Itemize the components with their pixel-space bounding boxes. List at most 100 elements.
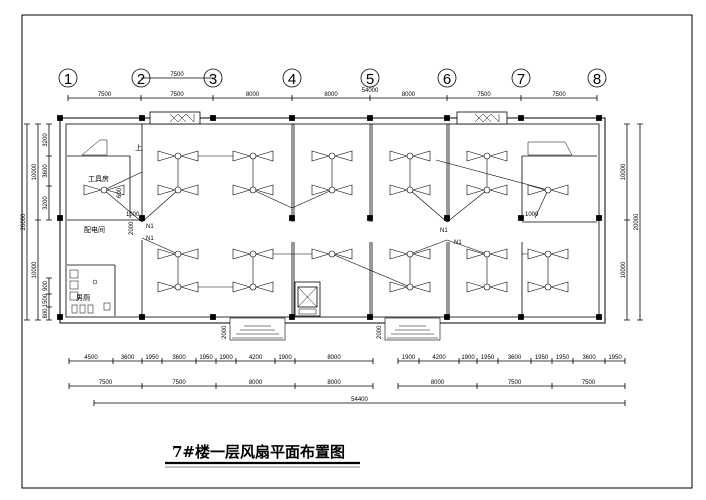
fan-blade [157, 248, 199, 260]
fan-blade [389, 184, 431, 196]
dim-bottom-row1-left-label: 3600 [172, 355, 186, 361]
axis-bubble [437, 68, 457, 88]
fan-blade [466, 150, 508, 162]
dim-2000-left: 2000 [129, 221, 135, 235]
dim-bottom-overall-label: 54400 [351, 397, 368, 403]
fan-hub [483, 250, 491, 258]
column [367, 314, 373, 320]
dim-bottom-row1-left-label: 1900 [278, 355, 292, 361]
drawing-title: 7#楼一层风扇平面布置图 [172, 443, 345, 461]
fan-blade [527, 184, 569, 196]
fan-hub [406, 186, 414, 194]
dim-bottom-row2-right-label: 7500 [582, 380, 596, 386]
dim-left-lower-label: 800 [43, 308, 49, 319]
fan-blade [466, 281, 508, 293]
building-outline [57, 111, 606, 341]
fan-hub [100, 186, 108, 194]
ceiling-fan-icon [389, 150, 431, 162]
dim-bottom-row1-left-label: 3600 [121, 355, 135, 361]
axis-label-6: 6 [443, 71, 451, 88]
column [289, 314, 295, 320]
axis-bubble [360, 68, 380, 88]
ceiling-fan-icon [157, 184, 199, 196]
dim-left-halves-label: 10000 [32, 261, 38, 278]
fan-hub [544, 250, 552, 258]
stair-left [81, 139, 108, 156]
dim-bottom-row1-left-label: 1950 [145, 355, 159, 361]
fan-hub [406, 152, 414, 160]
dim-bottom-row1-right-label: 1900 [402, 355, 416, 361]
fan-blade [527, 248, 569, 260]
dim-bottom-row1-right-label: 3600 [508, 355, 522, 361]
dim-bottom-row1-left-label: 1900 [219, 355, 233, 361]
ceiling-fan-icon [466, 150, 508, 162]
wire [446, 239, 488, 255]
dim-bottom-row1-left-label: 8000 [327, 355, 341, 361]
dim-bottom-row2-left-label: 7500 [172, 380, 186, 386]
panel-label: N1 [440, 228, 448, 234]
wire [252, 189, 293, 209]
dim-2000-bottom-left: 2000 [222, 325, 228, 339]
ceiling-fan-icon [311, 150, 353, 162]
wire [409, 189, 448, 223]
room-label-power-room: 配电间 [84, 225, 105, 234]
dim-left-halves-label: 10000 [32, 163, 38, 180]
dim-left-lower-label: 900 [43, 280, 49, 291]
wire [446, 189, 488, 223]
ceiling-fan-icon [232, 184, 274, 196]
dim-right-halves-label: 10000 [621, 261, 627, 278]
ceiling-fan-icon [311, 184, 353, 196]
column [444, 215, 450, 221]
dim-bottom-row2-left-label: 8000 [327, 380, 341, 386]
dim-bottom-row1-right-label: 1950 [608, 355, 622, 361]
axis-label-2: 2 [137, 71, 145, 88]
axis-label-3: 3 [209, 71, 217, 88]
fan-blade [232, 150, 274, 162]
fan-blade [157, 184, 199, 196]
dim-1000-right: 1000 [525, 212, 539, 218]
dim-right-halves-label: 10000 [621, 163, 627, 180]
fan-blade [389, 150, 431, 162]
wire [141, 237, 179, 255]
column [444, 314, 450, 320]
ceiling-fan-icon [466, 184, 508, 196]
ceiling-fans [83, 150, 569, 293]
dim-top-label: 7500 [170, 92, 184, 98]
axis-bubble [511, 68, 531, 88]
column [57, 215, 63, 221]
fan-hub [249, 250, 257, 258]
dim-bottom-row2-right-label: 8000 [431, 380, 445, 386]
dim-bottom-row2-left-label: 8000 [249, 380, 263, 386]
dim-2000-bottom-right: 2000 [377, 325, 383, 339]
fan-hub [328, 186, 336, 194]
ceiling-fan-icon [389, 184, 431, 196]
wire [435, 159, 549, 191]
fan-hub [328, 250, 336, 258]
ceiling-fan-icon [527, 184, 569, 196]
ceiling-fan-icon [157, 248, 199, 260]
elevator-shaft [294, 281, 321, 317]
dim-top-label: 7500 [98, 92, 112, 98]
ceiling-fan-icon [466, 281, 508, 293]
fan-hub [406, 250, 414, 258]
room-label-tool-room: 工具房 [88, 174, 109, 183]
dim-top-overall: 54000 [362, 88, 379, 94]
fan-blade [389, 281, 431, 293]
fan-hub [249, 186, 257, 194]
dim-bottom-row2-left-label: 7500 [99, 380, 113, 386]
fan-blade [232, 248, 274, 260]
dim-left-lower-label: 1500 [43, 293, 49, 307]
ceiling-fan-icon [311, 248, 353, 260]
fan-hub [174, 250, 182, 258]
dim-top-label: 7500 [477, 92, 491, 98]
axis-bubble [587, 68, 607, 88]
dim-bottom-row1-right-label: 1950 [535, 355, 549, 361]
dim-bottom-row1-right-label: 1950 [556, 355, 570, 361]
panel-label: N1 [146, 236, 154, 242]
column [367, 215, 373, 221]
fan-blade [83, 184, 125, 196]
ceiling-fan-icon [83, 184, 125, 196]
fan-hub [483, 186, 491, 194]
